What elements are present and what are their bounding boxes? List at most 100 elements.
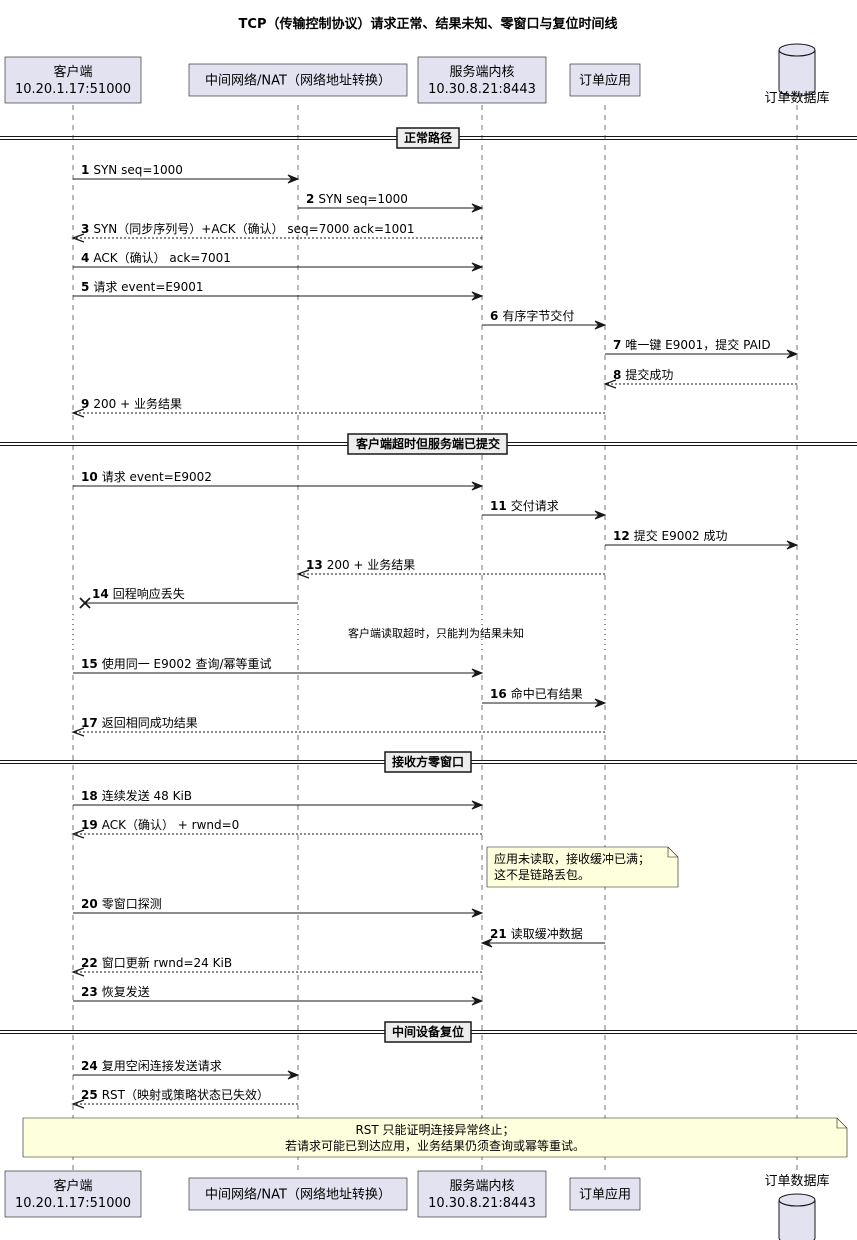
section-divider-box bbox=[384, 751, 472, 773]
message-text: 窗口更新 rwnd=24 KiB bbox=[102, 955, 232, 970]
message-text: 请求 event=E9002 bbox=[102, 470, 212, 484]
note-2: RST 只能证明连接异常终止；若请求可能已到达应用，业务结果仍须查询或幂等重试。 bbox=[22, 1117, 848, 1158]
delay-label: 客户端读取超时，只能判为结果未知 bbox=[348, 626, 524, 640]
message-text: ACK（确认） + rwnd=0 bbox=[102, 818, 240, 832]
section-divider-label: 中间设备复位 bbox=[392, 1024, 464, 1039]
message-number: 19 bbox=[81, 818, 98, 832]
participant-box bbox=[417, 1170, 547, 1218]
diagram-title: TCP（传输控制协议）请求正常、结果未知、零窗口与复位时间线 bbox=[239, 16, 618, 32]
message-number: 25 bbox=[81, 1088, 98, 1102]
message-text: 唯一键 E9001，提交 PAID bbox=[625, 337, 770, 352]
arrow-head-filled bbox=[480, 938, 493, 948]
arrow-head-filled bbox=[471, 668, 484, 678]
arrow-head-filled bbox=[287, 174, 300, 184]
message-label: 2 SYN seq=1000 bbox=[306, 192, 408, 206]
participant-nat: 中间网络/NAT（网络地址转换） bbox=[188, 63, 408, 97]
participant-box bbox=[4, 1170, 142, 1218]
message-number: 2 bbox=[306, 192, 314, 206]
participant-name: 中间网络/NAT（网络地址转换） bbox=[205, 73, 391, 89]
message-number: 8 bbox=[613, 368, 621, 382]
participant-name: 订单应用 bbox=[579, 73, 631, 89]
message-text: 提交成功 bbox=[625, 367, 673, 382]
arrow-head-open bbox=[603, 379, 617, 389]
note-line: 这不是链路丢包。 bbox=[494, 867, 590, 882]
note-fold bbox=[667, 847, 678, 858]
message-text: 连续发送 48 KiB bbox=[102, 788, 192, 803]
participant-box bbox=[188, 1177, 408, 1211]
message-label: 19 ACK（确认） + rwnd=0 bbox=[81, 818, 239, 832]
database-icon-rim bbox=[778, 1199, 816, 1207]
message-2: 2 SYN seq=1000 bbox=[298, 192, 484, 213]
message-text: SYN seq=1000 bbox=[318, 192, 408, 206]
participant-db: 订单数据库 bbox=[764, 43, 830, 106]
participant-box bbox=[569, 1177, 641, 1211]
message-text: RST（映射或策略状态已失效） bbox=[102, 1087, 269, 1102]
message-text: 请求 event=E9001 bbox=[93, 280, 203, 294]
message-number: 15 bbox=[81, 657, 98, 671]
message-number: 12 bbox=[613, 529, 630, 543]
message-number: 20 bbox=[81, 897, 98, 911]
note-line: 应用未读取，接收缓冲已满； bbox=[494, 851, 650, 866]
arrow-head-open bbox=[71, 1099, 85, 1109]
participant-box bbox=[417, 56, 547, 104]
participant-address: 10.30.8.21:8443 bbox=[428, 82, 536, 97]
message-number: 6 bbox=[490, 309, 498, 323]
participant-box bbox=[4, 56, 142, 104]
message-number: 16 bbox=[490, 687, 507, 701]
arrow-head-filled bbox=[594, 510, 607, 520]
message-text: 有序字节交付 bbox=[502, 308, 574, 323]
note-box bbox=[486, 846, 679, 888]
arrow-head-filled bbox=[471, 203, 484, 213]
arrow-head-open bbox=[71, 727, 85, 737]
message-text: SYN seq=1000 bbox=[93, 163, 183, 177]
lost-message-icon bbox=[79, 597, 91, 609]
arrow-head-open bbox=[71, 408, 85, 418]
note-line: RST 只能证明连接异常终止； bbox=[355, 1122, 514, 1137]
database-icon-rim bbox=[778, 49, 816, 57]
message-19: 19 ACK（确认） + rwnd=0 bbox=[71, 818, 482, 839]
message-5: 5 请求 event=E9001 bbox=[73, 280, 484, 301]
arrow-head-filled bbox=[287, 1070, 300, 1080]
participant-name: 服务端内核 bbox=[449, 1178, 514, 1194]
message-number: 9 bbox=[81, 397, 89, 411]
message-text: 读取缓冲数据 bbox=[511, 926, 583, 941]
note-fold bbox=[836, 1118, 847, 1129]
section-divider-label: 客户端超时但服务端已提交 bbox=[355, 436, 500, 451]
arrow-head-filled bbox=[786, 349, 799, 359]
participant-label: 订单数据库 bbox=[764, 90, 829, 106]
section-divider: 正常路径 bbox=[0, 127, 857, 149]
participant-name: 客户端 bbox=[53, 1178, 92, 1194]
arrow-head-open bbox=[71, 829, 85, 839]
arrow-head-open bbox=[296, 569, 310, 579]
message-label: 5 请求 event=E9001 bbox=[81, 280, 204, 294]
arrow-head-filled bbox=[594, 698, 607, 708]
message-label: 8 提交成功 bbox=[613, 367, 673, 382]
message-number: 10 bbox=[81, 470, 98, 484]
message-number: 5 bbox=[81, 280, 89, 294]
section-divider-label: 正常路径 bbox=[404, 130, 452, 145]
delay-mask bbox=[0, 614, 857, 654]
message-number: 24 bbox=[81, 1059, 98, 1073]
participants-top: 客户端10.20.1.17:51000中间网络/NAT（网络地址转换）服务端内核… bbox=[4, 43, 830, 106]
